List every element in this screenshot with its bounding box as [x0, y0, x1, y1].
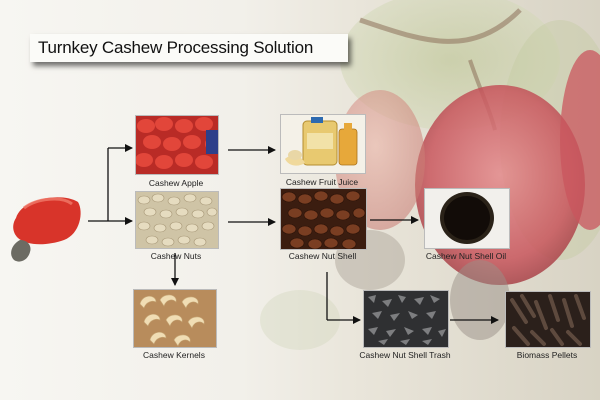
cashew-kernels-label: Cashew Kernels [143, 350, 205, 360]
cashew-nut-shell-oil-label: Cashew Nut Shell Oil [425, 251, 507, 261]
cashew-kernels-image [133, 289, 217, 348]
cashew-apple-image [135, 115, 219, 175]
cashew-nut-shell-oil-image [424, 188, 510, 249]
cashew-nut-shell-image [280, 188, 367, 250]
raw-cashew-fruit-image [2, 188, 88, 268]
diagram-title: Turnkey Cashew Processing Solution [38, 38, 314, 57]
cashew-nuts-label: Cashew Nuts [150, 251, 202, 261]
title-banner: Turnkey Cashew Processing Solution [30, 34, 348, 62]
cashew-nut-shell-label: Cashew Nut Shell [288, 251, 357, 261]
cashew-apple-label: Cashew Apple [148, 178, 204, 188]
cashew-fruit-juice-label: Cashew Fruit Juice [285, 177, 359, 187]
cashew-nut-shell-trash-image [363, 290, 449, 348]
cashew-nuts-image [135, 191, 219, 249]
cashew-nut-shell-trash-label: Cashew Nut Shell Trash [359, 350, 451, 360]
cashew-fruit-juice-image [280, 114, 366, 174]
biomass-pellets-image [505, 291, 591, 348]
biomass-pellets-label: Biomass Pellets [516, 350, 578, 360]
